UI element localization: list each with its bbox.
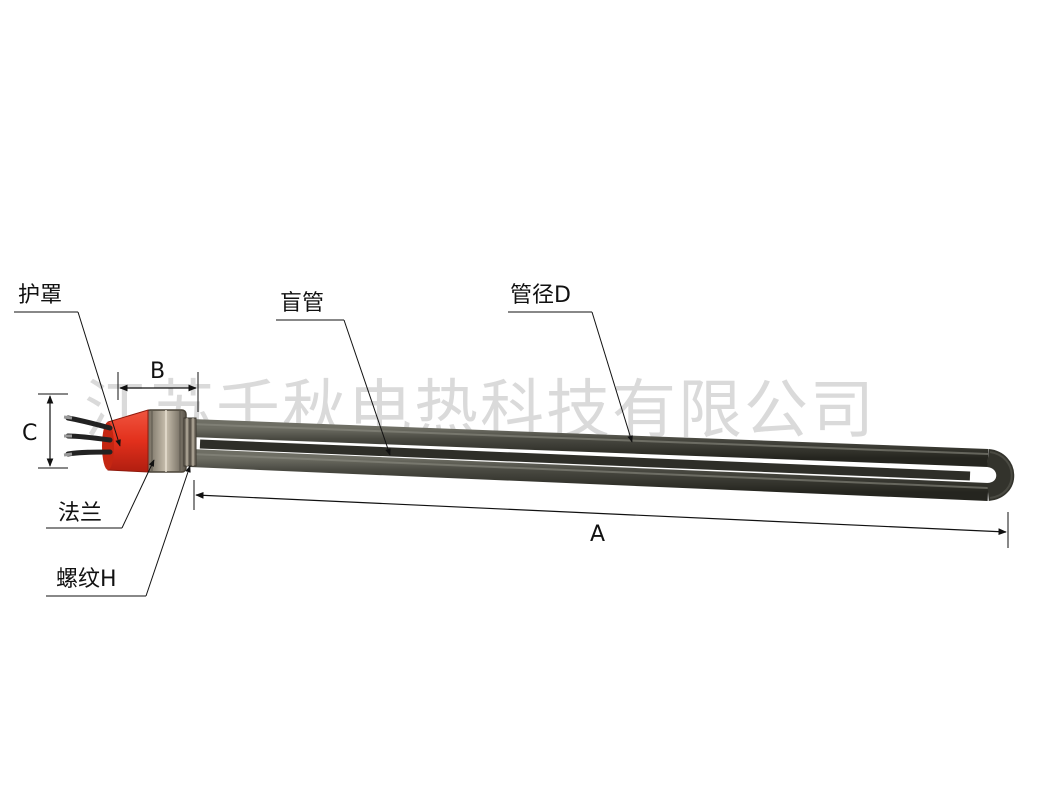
callout-flange-label: 法兰 <box>58 501 102 526</box>
callout-tube-diameter-leader <box>508 311 633 443</box>
callout-flange-leader <box>46 459 155 529</box>
dimension-a <box>193 480 1009 548</box>
callout-blind-tube-leader <box>276 319 391 456</box>
callout-thread-leader <box>46 465 191 597</box>
thread <box>183 417 197 467</box>
guard <box>102 409 149 473</box>
flange <box>145 409 187 473</box>
callout-guard-label: 护罩 <box>18 283 62 308</box>
dimension-c-label: C <box>22 421 37 446</box>
dimension-b <box>117 372 199 412</box>
lead-wires <box>63 415 113 457</box>
dimension-b-label: B <box>150 359 165 384</box>
dimension-a-label: A <box>590 522 605 547</box>
callout-guard-leader <box>14 311 121 447</box>
callout-tube-diameter-label: 管径D <box>510 283 571 308</box>
dimension-c <box>38 393 68 469</box>
callout-thread-label: 螺纹H <box>56 567 117 592</box>
callout-blind-tube-label: 盲管 <box>280 291 324 316</box>
heater-tube <box>189 419 1015 501</box>
